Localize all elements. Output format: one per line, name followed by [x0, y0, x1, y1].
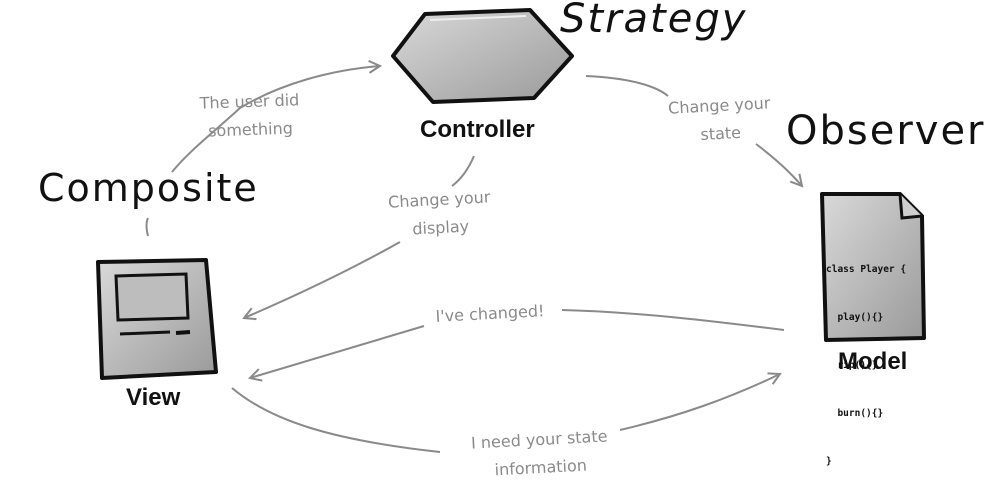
view-label: View — [126, 384, 181, 411]
pattern-strategy-label: Strategy — [560, 0, 748, 42]
view-computer-shape — [96, 258, 218, 380]
arrow-controller-to-model — [585, 75, 802, 186]
model-label: Model — [838, 348, 908, 375]
edge-label-change-state: Change your state — [667, 93, 771, 145]
model-code-block: class Player { play(){} rip(){} burn(){}… — [826, 230, 920, 486]
controller-label: Controller — [420, 116, 535, 143]
arrow-view-to-controller — [145, 66, 381, 237]
edge-label-need-state-info: I need your state information — [470, 426, 608, 480]
code-line: rip(){} — [826, 360, 878, 371]
code-line: burn(){} — [826, 408, 884, 419]
arrow-model-to-view — [250, 309, 785, 378]
controller-shape — [391, 8, 574, 104]
arrow-controller-to-view — [244, 155, 475, 318]
pattern-composite-label: Composite — [38, 166, 259, 210]
edge-label-change-display: Change your display — [387, 187, 491, 239]
model-document-shape — [820, 192, 926, 342]
code-line: play(){} — [826, 312, 884, 323]
edge-label-user-did-something: The user did something — [199, 90, 300, 141]
pattern-observer-label: Observer — [786, 108, 986, 154]
arrow-view-to-model — [231, 374, 780, 453]
code-line: } — [826, 456, 832, 467]
code-line: class Player { — [826, 264, 907, 275]
